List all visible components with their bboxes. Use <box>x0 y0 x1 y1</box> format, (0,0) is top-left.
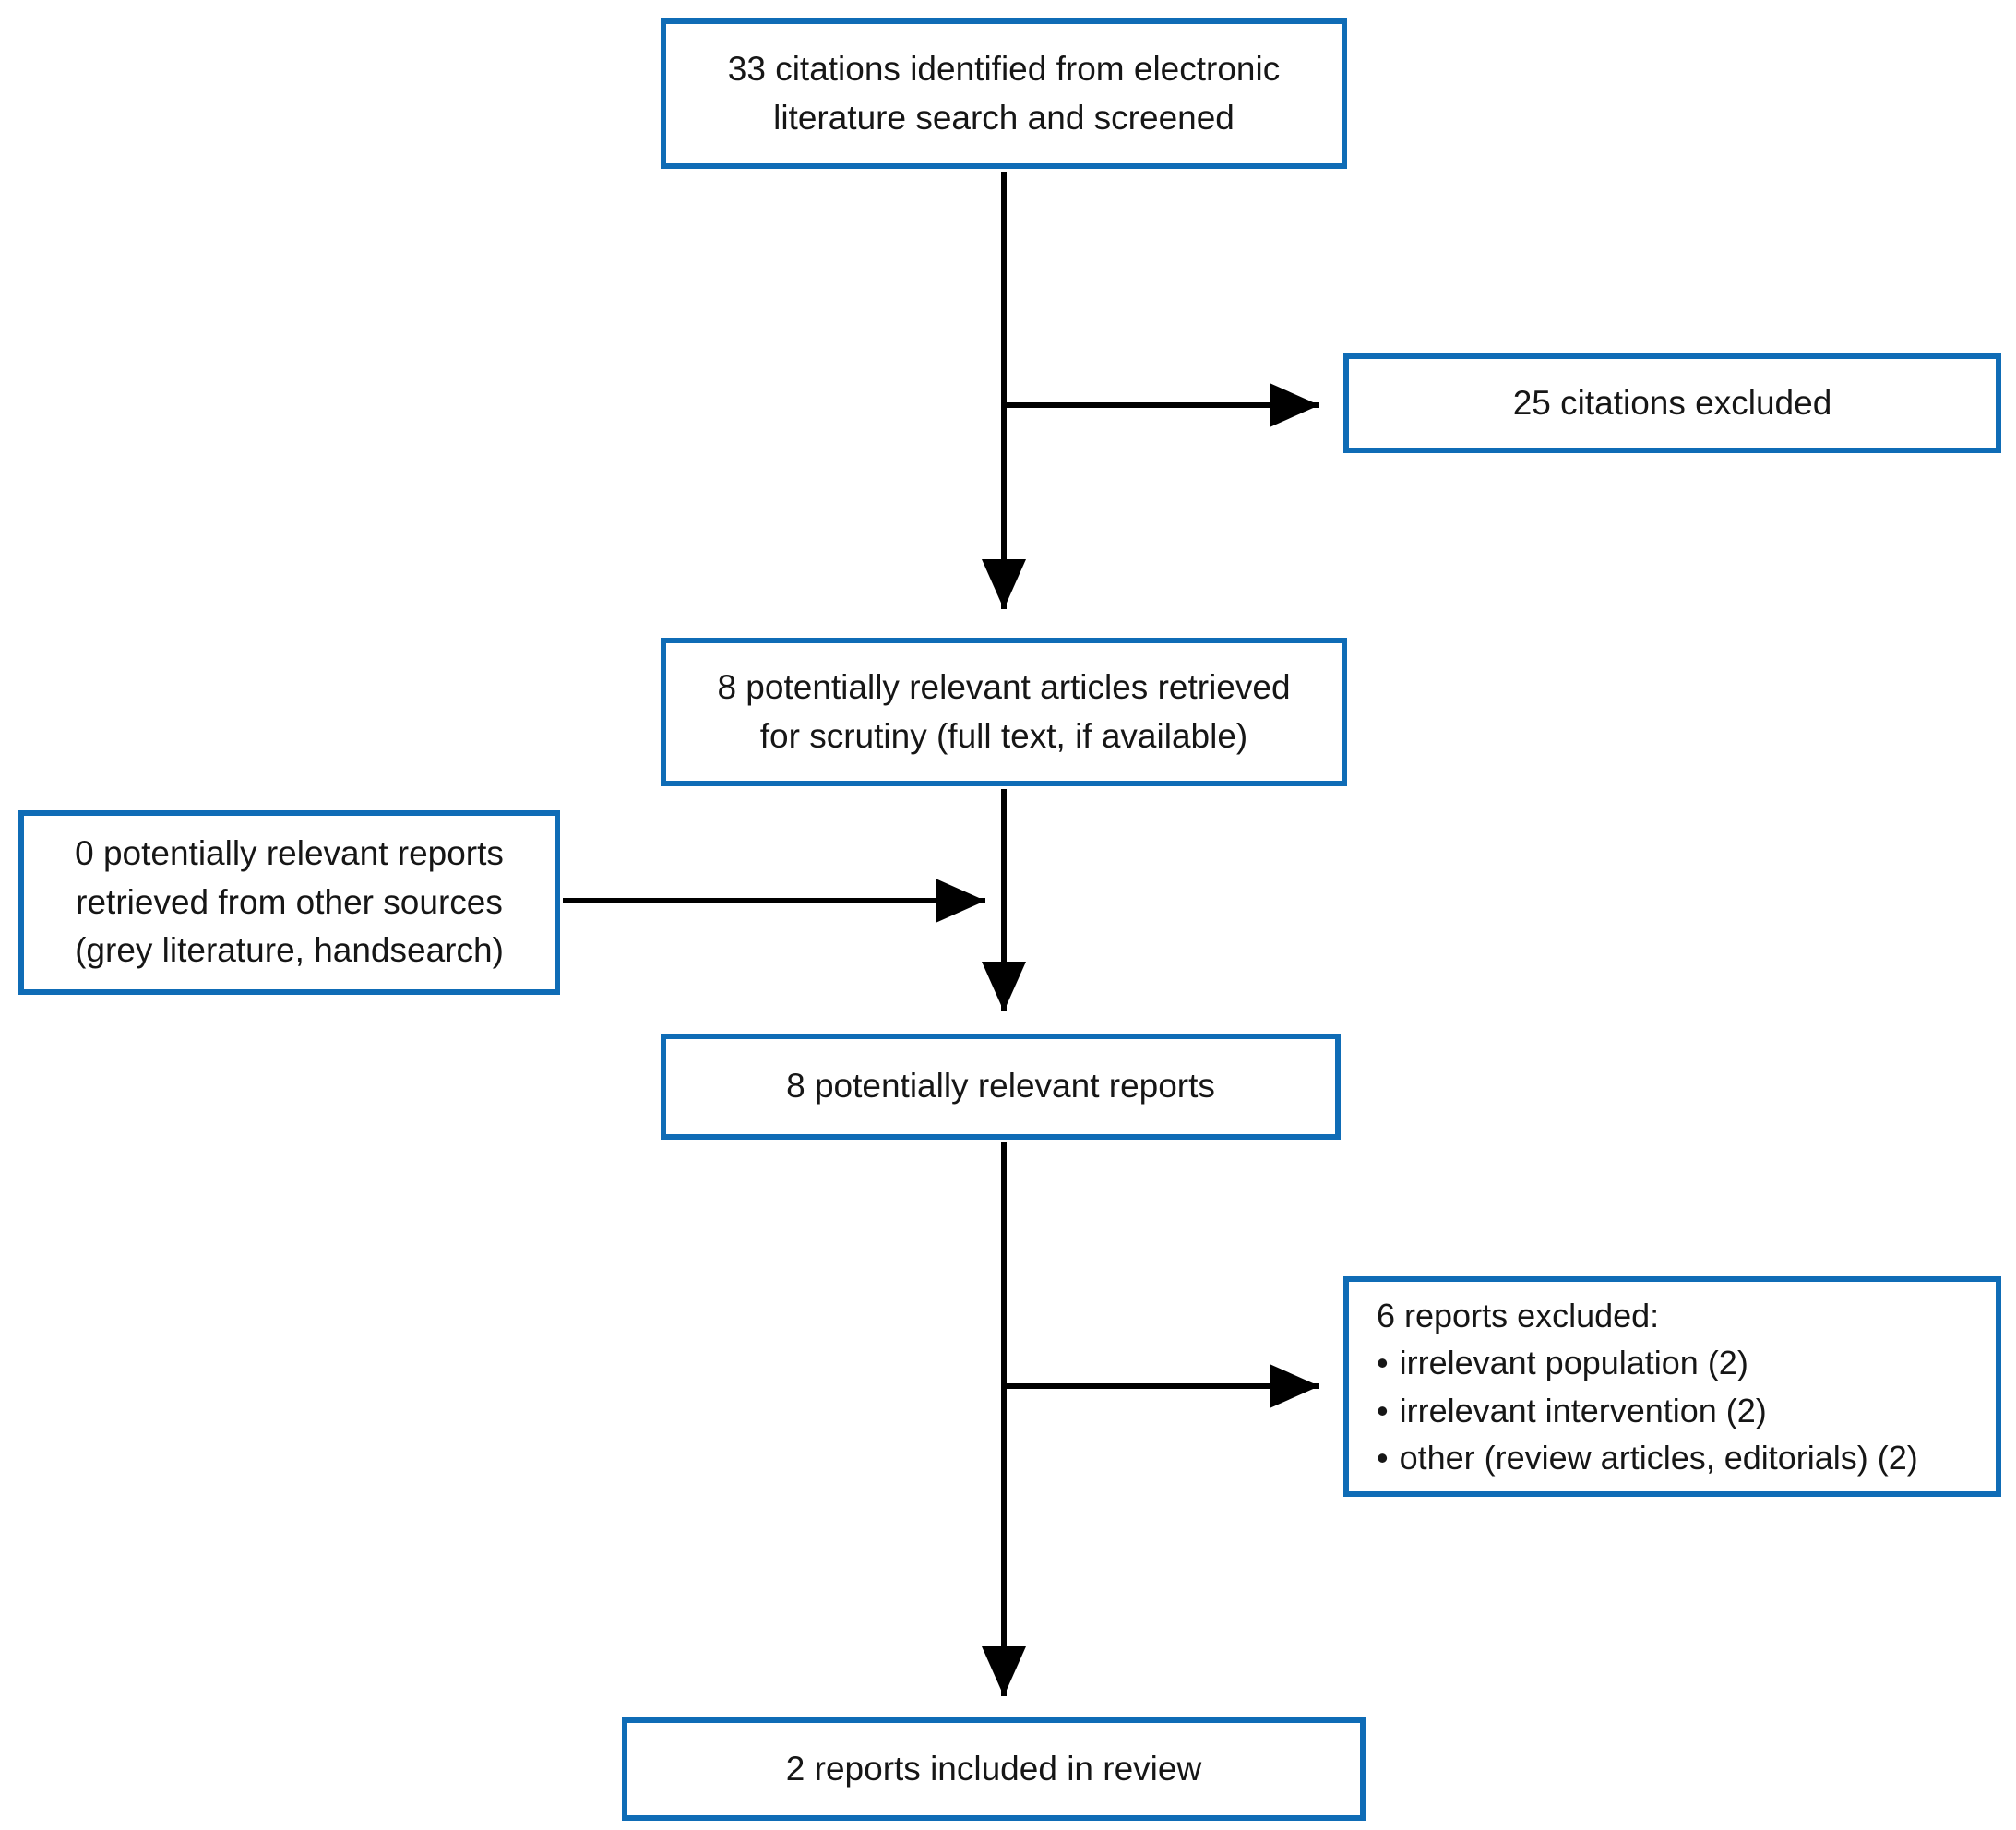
box-text-line: 2 reports included in review <box>785 1749 1202 1788</box>
bullet-icon: • <box>1377 1391 1389 1429</box>
exclusion-heading: 6 reports excluded: <box>1377 1297 1660 1335</box>
exclusion-item-label: irrelevant population (2) <box>1399 1344 1748 1382</box>
box-text-line: literature search and screened <box>773 98 1235 137</box>
bullet-icon: • <box>1377 1438 1389 1477</box>
box-text-line: 8 potentially relevant articles retrieve… <box>717 667 1291 706</box>
exclusion-item-label: other (review articles, editorials) (2) <box>1399 1438 1918 1477</box>
box-text-line: 33 citations identified from electronic <box>727 49 1281 88</box>
box-citations-identified: 33 citations identified from electronic … <box>661 18 1347 169</box>
box-other-sources: 0 potentially relevant reports retrieved… <box>18 810 560 995</box>
box-reports-excluded: 6 reports excluded: • irrelevant populati… <box>1343 1276 2001 1497</box>
exclusion-item: • irrelevant population (2) <box>1377 1339 1748 1386</box>
exclusion-item-label: irrelevant intervention (2) <box>1399 1391 1767 1429</box>
box-text-line: 8 potentially relevant reports <box>786 1067 1215 1106</box>
box-text-line: 25 citations excluded <box>1512 383 1832 422</box>
box-articles-retrieved: 8 potentially relevant articles retrieve… <box>661 638 1347 786</box>
box-text-line: 0 potentially relevant reports <box>75 834 504 873</box>
box-text-line: retrieved from other sources <box>76 882 503 921</box>
box-citations-excluded: 25 citations excluded <box>1343 353 2001 453</box>
box-reports-included: 2 reports included in review <box>622 1717 1366 1821</box>
exclusion-item: • irrelevant intervention (2) <box>1377 1387 1767 1434</box>
box-relevant-reports: 8 potentially relevant reports <box>661 1034 1341 1140</box>
bullet-icon: • <box>1377 1344 1389 1382</box>
box-text-line: for scrutiny (full text, if available) <box>759 716 1248 755</box>
exclusion-item: • other (review articles, editorials) (2) <box>1377 1434 1918 1481</box>
box-text-line: (grey literature, handsearch) <box>75 931 504 970</box>
